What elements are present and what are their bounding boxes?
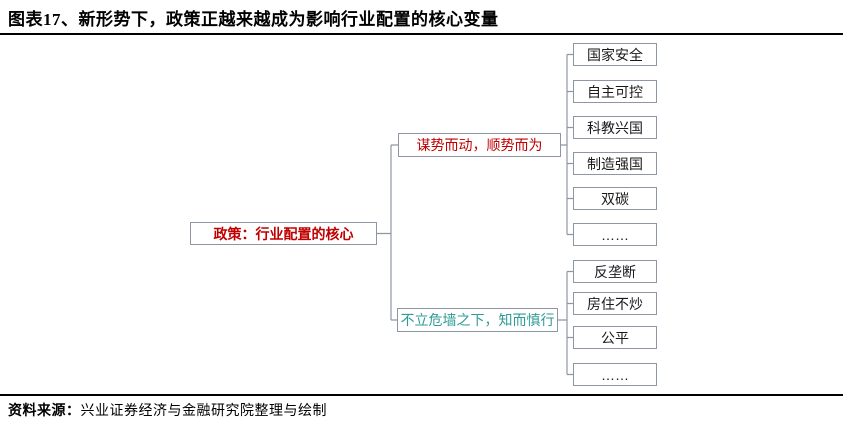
leaf-node-science-education: 科教兴国	[573, 116, 657, 139]
branch-node-seize-momentum: 谋势而动，顺势而为	[398, 133, 561, 157]
figure-title: 图表17、新形势下，政策正越来越成为影响行业配置的核心变量	[8, 10, 499, 29]
source-text: 兴业证券经济与金融研究院整理与绘制	[80, 404, 327, 419]
leaf-node-antitrust: 反垄断	[573, 260, 657, 283]
leaf-node-ellipsis-top: ……	[573, 223, 657, 246]
leaf-node-national-security: 国家安全	[573, 43, 657, 66]
leaf-node-housing-policy: 房住不炒	[573, 292, 657, 315]
root-node-policy-core: 政策：行业配置的核心	[190, 222, 377, 245]
source-label: 资料来源：	[8, 404, 81, 419]
source-note: 资料来源：兴业证券经济与金融研究院整理与绘制	[8, 400, 327, 420]
leaf-node-ellipsis-bottom: ……	[573, 363, 657, 386]
leaf-node-self-reliance: 自主可控	[573, 80, 657, 103]
leaf-node-dual-carbon: 双碳	[573, 187, 657, 210]
source-divider-line	[0, 394, 843, 396]
leaf-node-manufacturing-power: 制造强国	[573, 152, 657, 175]
leaf-node-fairness: 公平	[573, 326, 657, 349]
title-divider-line	[0, 33, 843, 35]
branch-node-prudence: 不立危墙之下，知而慎行	[397, 308, 558, 332]
